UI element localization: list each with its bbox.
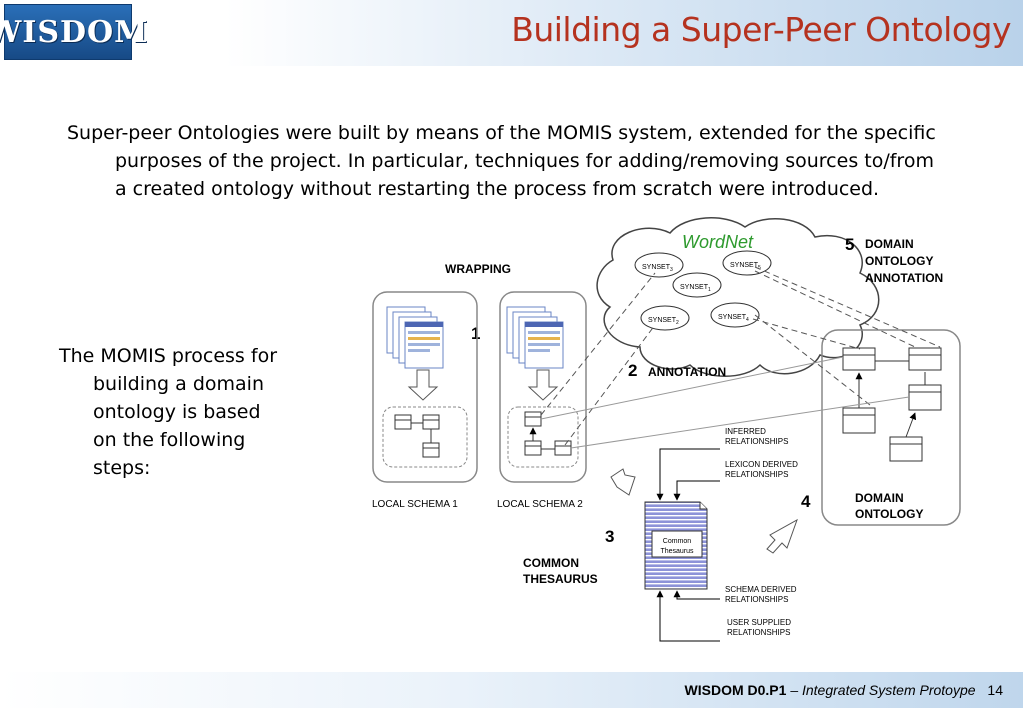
local-schema-1-box <box>372 291 478 483</box>
web-pages-icon <box>386 306 444 369</box>
wrapping-label: WRAPPING <box>445 262 511 276</box>
wisdom-logo: WISDOM <box>0 4 147 60</box>
local-schema-2-box <box>499 291 587 483</box>
relationship-arrows <box>656 448 720 642</box>
step-1-number: 1 <box>471 324 480 343</box>
annotation-links <box>540 266 941 446</box>
wordnet-cloud: WordNet <box>596 217 880 377</box>
domain-ontology-box <box>821 329 961 526</box>
inferred-line-1: INFERRED <box>725 427 766 436</box>
header-band: WISDOM Building a Super-Peer Ontology <box>0 0 1023 66</box>
synset-node: SYNSET2 <box>640 305 690 331</box>
page-number: 14 <box>987 682 1003 698</box>
step-5-number: 5 <box>845 235 854 254</box>
down-arrow-icon <box>407 369 439 401</box>
momis-process-diagram: WordNet SYNSET3 SYNSET5 SYNSET1 SYNSET2 <box>355 215 1015 665</box>
domain-annotation-line-3: ANNOTATION <box>865 271 943 285</box>
side-text: The MOMIS process for building a domain … <box>59 345 277 479</box>
diagram-svg: WordNet SYNSET3 SYNSET5 SYNSET1 SYNSET2 <box>372 217 961 642</box>
svg-text:SYNSET2: SYNSET2 <box>648 317 679 326</box>
down-arrow-icon <box>527 369 559 401</box>
local-schema-2-label: LOCAL SCHEMA 2 <box>497 499 583 510</box>
svg-text:SYNSET5: SYNSET5 <box>730 262 761 271</box>
footer-subtitle: – Integrated System Protoype <box>790 682 976 698</box>
lexicon-line-1: LEXICON DERIVED <box>725 460 798 469</box>
mapping-links <box>540 356 910 449</box>
inferred-line-2: RELATIONSHIPS <box>725 437 788 446</box>
svg-text:SYNSET1: SYNSET1 <box>680 284 711 293</box>
domain-annotation-line-1: DOMAIN <box>865 237 914 251</box>
synset-node: SYNSET1 <box>672 272 722 298</box>
domain-ontology-line-2: ONTOLOGY <box>855 507 923 521</box>
intro-text: Super-peer Ontologies were built by mean… <box>67 122 936 200</box>
intro-bullet: Super-peer Ontologies were built by mean… <box>67 119 947 203</box>
footer-band: WISDOM D0.P1 – Integrated System Protoyp… <box>0 672 1023 708</box>
schema-line-2: RELATIONSHIPS <box>725 595 788 604</box>
logo-text: WISDOM <box>0 14 149 50</box>
step-3-number: 3 <box>605 527 614 546</box>
wordnet-label: WordNet <box>682 232 754 252</box>
flow-arrow-icon <box>610 468 636 496</box>
book-label-line-1: Common <box>663 538 692 545</box>
synset-node: SYNSET5 <box>722 250 772 276</box>
common-thesaurus-line-2: THESAURUS <box>523 572 598 586</box>
annotation-label: ANNOTATION <box>648 365 726 379</box>
lexicon-line-2: RELATIONSHIPS <box>725 470 788 479</box>
side-bullet: The MOMIS process for building a domain … <box>59 342 289 482</box>
domain-annotation-line-2: ONTOLOGY <box>865 254 933 268</box>
book-label-line-2: Thesaurus <box>660 548 694 555</box>
local-schema-1-label: LOCAL SCHEMA 1 <box>372 499 458 510</box>
step-2-number: 2 <box>628 361 637 380</box>
synset-node: SYNSET4 <box>710 302 760 328</box>
web-pages-icon <box>506 306 564 369</box>
footer-text: WISDOM D0.P1 – Integrated System Protoyp… <box>685 682 1003 698</box>
slide-title: Building a Super-Peer Ontology <box>511 10 1011 49</box>
step-4-number: 4 <box>801 492 811 511</box>
schema-line-1: SCHEMA DERIVED <box>725 585 797 594</box>
user-line-2: RELATIONSHIPS <box>727 628 790 637</box>
user-line-1: USER SUPPLIED <box>727 618 791 627</box>
synset-node: SYNSET3 <box>634 252 684 278</box>
svg-text:SYNSET3: SYNSET3 <box>642 264 673 273</box>
flow-arrow-icon <box>766 518 798 554</box>
common-thesaurus-line-1: COMMON <box>523 556 579 570</box>
domain-ontology-line-1: DOMAIN <box>855 491 904 505</box>
footer-project: WISDOM D0.P1 <box>684 682 787 698</box>
common-thesaurus-book: Common Thesaurus <box>644 501 708 590</box>
svg-text:SYNSET4: SYNSET4 <box>718 314 749 323</box>
